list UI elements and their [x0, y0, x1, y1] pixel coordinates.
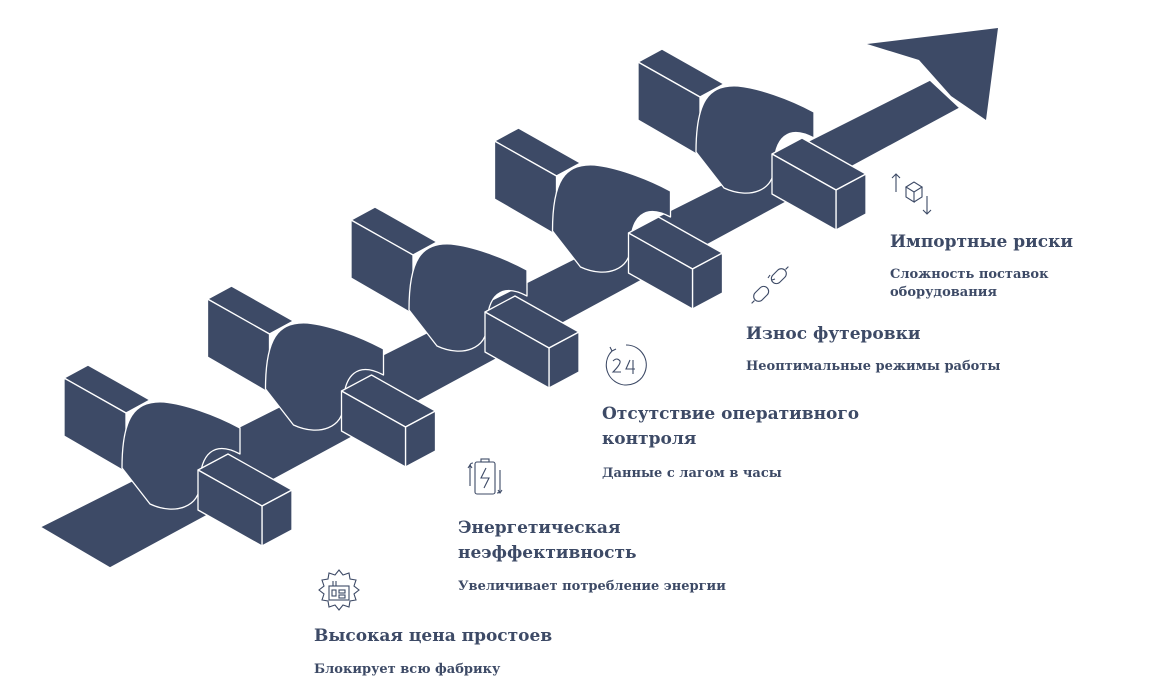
- wave-ribbon: [121, 401, 241, 510]
- clock-24-icon: [605, 344, 647, 386]
- broken-chain-icon: [751, 266, 789, 304]
- wave-ribbon: [264, 322, 385, 431]
- item-title: Износ футеровки: [746, 324, 921, 344]
- block-front-side: [771, 153, 837, 231]
- item-title: Высокая цена простоев: [314, 626, 553, 646]
- challenge-item-energy: Энергетическая неэффективность Увеличива…: [458, 452, 788, 596]
- wave-ribbon: [551, 164, 672, 273]
- challenge-item-downtime: Высокая цена простоев Блокирует всю фабр…: [314, 566, 644, 679]
- gear-factory-icon: [318, 569, 360, 611]
- wave-ribbon: [408, 243, 528, 352]
- item-title: Отсутствие оперативного контроля: [602, 404, 860, 449]
- challenge-item-control: Отсутствие оперативного контроля Данные …: [602, 338, 932, 483]
- item-subtitle: Увеличивает потребление энергии: [458, 579, 726, 594]
- item-subtitle: Неоптимальные режимы работы: [746, 359, 1001, 374]
- item-subtitle: Блокирует всю фабрику: [314, 662, 501, 677]
- item-title: Энергетическая неэффективность: [458, 518, 637, 563]
- item-title: Импортные риски: [890, 232, 1073, 252]
- challenge-item-import: Импортные риски Сложность поставок обору…: [890, 168, 1150, 302]
- arrow-head: [867, 28, 998, 120]
- battery-cycle-icon: [467, 458, 503, 495]
- challenge-item-lining: Износ футеровки Неоптимальные режимы раб…: [746, 258, 1076, 376]
- block-front-side: [340, 390, 407, 468]
- block-front-side: [197, 469, 263, 547]
- item-subtitle: Данные с лагом в часы: [602, 466, 782, 481]
- item-subtitle: Сложность поставок оборудования: [890, 267, 1049, 300]
- box-arrows-icon: [891, 173, 932, 215]
- block-front-side: [484, 311, 550, 389]
- wave-ribbon: [695, 85, 815, 194]
- block-front-side: [627, 232, 694, 310]
